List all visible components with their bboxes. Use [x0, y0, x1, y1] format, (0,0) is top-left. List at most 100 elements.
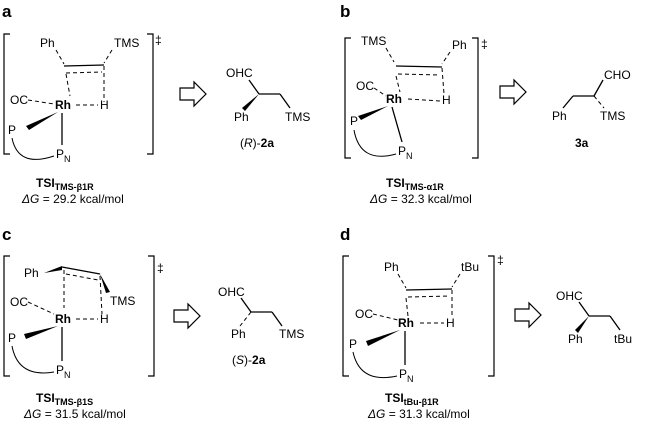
- panel-a-reaction-arrow: [179, 80, 207, 108]
- panel-d-reaction-arrow: [514, 301, 542, 329]
- panel-b-product-tail: TMS: [600, 109, 625, 123]
- panel-c-product-bond-1: [240, 297, 252, 313]
- panel-d-letter: d: [340, 225, 350, 244]
- panel-d-co-bond: [372, 313, 399, 321]
- panel-d-alkene-pi: [407, 295, 451, 298]
- panel-c-product-aryl: Ph: [231, 327, 246, 341]
- panel-d-wedge-bond: [366, 330, 400, 346]
- panel-d-product-wedge: [575, 316, 589, 333]
- panel-c-product-tail: TMS: [279, 327, 304, 341]
- panel-a-co-bond: [27, 99, 55, 105]
- panel-d-right-substituent: tBu: [461, 260, 479, 274]
- panel-b-product-bond-3: [562, 95, 574, 109]
- panel-b-product-aryl: Ph: [552, 109, 567, 123]
- panel-d-alkene-bond: [405, 288, 453, 291]
- panel-d-hash-bond-left: [397, 273, 407, 289]
- panel-a-alkene-pi: [65, 71, 103, 74]
- panel-a-product-bond-3: [279, 93, 291, 109]
- panel-c-product-aldehyde: OHC: [218, 285, 245, 299]
- panel-a-letter: a: [2, 2, 12, 21]
- panel-d: d ‡ Ph tBu OC Rh H P P N TSItBu-β1R ΔG =…: [340, 225, 632, 421]
- panel-d-rh-alkene-dash: [405, 297, 409, 317]
- panel-b-hydride-label: H: [442, 93, 451, 107]
- panel-b-right-bracket: [472, 37, 479, 159]
- panel-a-right-substituent: TMS: [114, 36, 139, 50]
- panel-d-product-bond-3: [609, 315, 621, 331]
- panel-d-phosphine-label: P: [349, 337, 357, 351]
- panel-c-ligand-arc: [11, 345, 55, 374]
- panel-d-hydride-label: H: [446, 316, 455, 330]
- panel-a-hash-bond-left: [55, 49, 65, 65]
- panel-c-co-bond: [27, 301, 55, 315]
- panel-a-product-aryl: Ph: [234, 110, 249, 124]
- panel-b-ligand-arc: [353, 129, 397, 157]
- panel-a-ligand-arc: [11, 137, 55, 160]
- panel-b-phosphine-label: P: [350, 114, 358, 128]
- panel-c-hydride-label: H: [100, 312, 109, 326]
- panel-a-left-bracket: [3, 33, 10, 155]
- panel-b-hash-bond-left: [385, 47, 395, 63]
- panel-a-energy: ΔG = 29.2 kcal/mol: [21, 192, 124, 206]
- panel-a-product-aldehyde: OHC: [226, 66, 253, 80]
- panel-d-rh-label: Rh: [398, 316, 414, 330]
- panel-b-alkene-bond: [395, 65, 443, 68]
- panel-b-co-bond: [373, 87, 387, 97]
- panel-a-phosphine-label: P: [8, 123, 16, 137]
- panel-d-left-substituent: Ph: [384, 260, 399, 274]
- panel-c-right-substituent: TMS: [110, 294, 135, 308]
- panel-d-right-bracket: [488, 255, 495, 377]
- panel-a-pn-label: P: [56, 147, 64, 161]
- panel-c-wedge-left: [44, 266, 62, 273]
- panel-b: b ‡ TMS Ph OC Rh H P P N TSITMS-α1R ΔG =…: [340, 2, 631, 206]
- panel-c-right-bracket: [148, 255, 155, 377]
- panel-a-product-bond-1: [248, 79, 260, 95]
- panel-d-double-dagger: ‡: [497, 253, 504, 267]
- panel-b-rh-alkene-dash: [395, 75, 401, 93]
- panel-b-wedge-bond: [358, 106, 388, 120]
- panel-b-product-aldehyde: CHO: [604, 68, 631, 82]
- panel-d-product-aldehyde: OHC: [556, 289, 583, 303]
- panel-a-product-tail: TMS: [285, 110, 310, 124]
- panel-d-product-bond-1: [578, 301, 590, 317]
- panel-a-hydride-label: H: [100, 98, 109, 112]
- panel-a-rh-label: Rh: [55, 98, 71, 112]
- panel-c-pn-label: P: [56, 363, 64, 377]
- panel-c-energy: ΔG = 31.5 kcal/mol: [23, 407, 126, 421]
- panel-a-co-label: OC: [10, 93, 28, 107]
- panel-d-pn-subscript: N: [407, 374, 414, 384]
- panel-a-product-label: (R)-2a: [240, 136, 274, 150]
- panel-b-pn-label: P: [398, 144, 406, 158]
- panel-d-ts-label: TSItBu-β1R: [385, 391, 439, 407]
- panel-a-wedge-bond: [26, 112, 58, 130]
- panel-b-rh-label: Rh: [386, 92, 402, 106]
- panel-b-pn-subscript: N: [406, 151, 413, 161]
- panel-c-pn-subscript: N: [64, 370, 71, 380]
- panel-b-left-bracket: [344, 37, 351, 159]
- panel-a-alkene-bond: [63, 64, 105, 67]
- panel-b-rh-pn-bond: [391, 106, 403, 143]
- panel-a-ts-label: TSITMS-β1R: [36, 176, 94, 192]
- panel-c-ts-label: TSITMS-β1S: [36, 391, 93, 407]
- panel-c-left-substituent: Ph: [24, 266, 39, 280]
- panel-d-product-aryl: Ph: [568, 332, 583, 346]
- panel-c-product-label: (S)-2a: [232, 353, 266, 367]
- panel-b-reaction-arrow: [499, 78, 527, 106]
- panel-c-alkene-pi: [65, 273, 99, 281]
- panel-d-left-bracket: [342, 255, 349, 377]
- panel-b-hash-bond-right: [441, 51, 451, 65]
- panel-b-letter: b: [340, 2, 350, 21]
- panel-b-ts-label: TSITMS-α1R: [386, 176, 444, 192]
- panel-c-phosphine-label: P: [8, 331, 16, 345]
- panel-b-product-hash: [593, 95, 605, 109]
- panel-b-alkene-pi: [397, 73, 441, 76]
- panel-d-co-label: OC: [355, 307, 373, 321]
- panel-c-wedge-bond: [24, 326, 58, 339]
- panel-b-co-label: OC: [356, 79, 374, 93]
- panel-c-letter: c: [2, 225, 11, 244]
- panel-d-pn-label: P: [399, 367, 407, 381]
- panel-d-product-tail: tBu: [614, 332, 632, 346]
- panel-b-double-dagger: ‡: [481, 37, 488, 51]
- panel-c-reaction-arrow: [173, 302, 201, 330]
- panel-d-ligand-arc: [352, 351, 398, 378]
- panel-a-right-bracket: [147, 33, 154, 155]
